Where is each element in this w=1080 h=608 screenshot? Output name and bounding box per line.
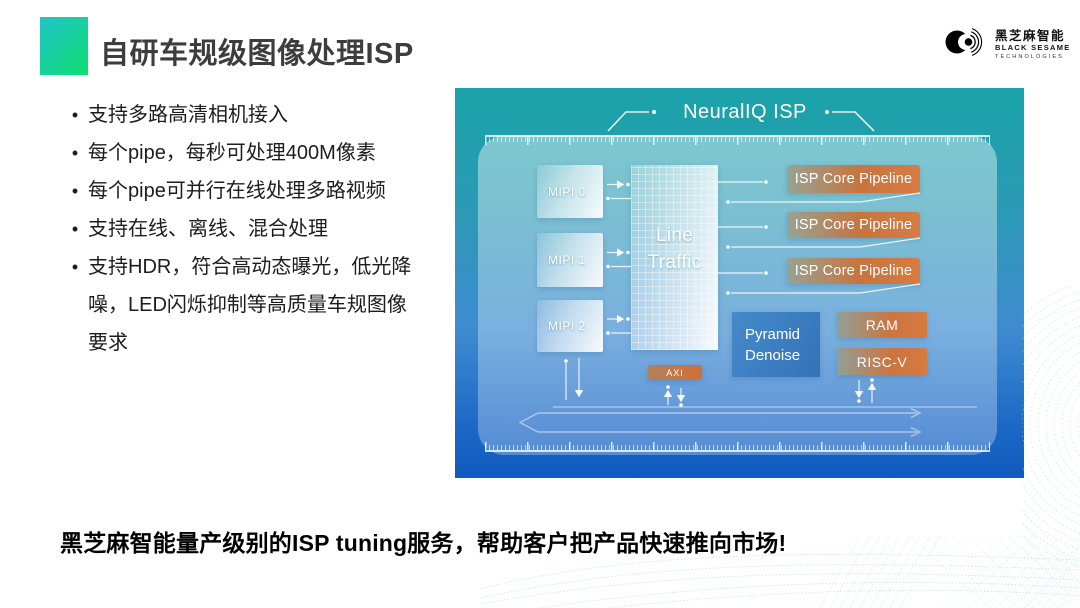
list-item: • 支持多路高清相机接入 xyxy=(62,96,442,134)
logo-name-en: BLACK SESAME xyxy=(995,43,1071,53)
diagram-title: NeuralIQ ISP xyxy=(683,101,807,123)
mipi1-block: MIPI 1 xyxy=(537,233,603,287)
list-item: • 支持HDR，符合高动态曝光，低光降噪，LED闪烁抑制等高质量车规图像要求 xyxy=(62,248,442,362)
page-title: 自研车规级图像处理ISP xyxy=(100,38,414,70)
bullet-text: 每个pipe可并行在线处理多路视频 xyxy=(88,180,386,202)
logo-text-block: 黑芝麻智能 BLACK SESAME TECHNOLOGIES xyxy=(995,29,1071,60)
ruler-top xyxy=(485,135,990,145)
isp-core-pipeline-block-3: ISP Core Pipeline xyxy=(787,258,920,284)
bullet-dot: • xyxy=(71,219,79,239)
axi-block: AXI xyxy=(648,365,702,380)
ram-block: RAM xyxy=(837,312,927,338)
bullet-dot: • xyxy=(71,181,79,201)
feature-bullet-list: • 支持多路高清相机接入 • 每个pipe，每秒可处理400M像素 • 每个pipe可… xyxy=(62,96,442,362)
isp-core-pipeline-block-2: ISP Core Pipeline xyxy=(787,212,920,238)
riscv-block: RISC-V xyxy=(837,348,927,375)
company-logo: 黑芝麻智能 BLACK SESAME TECHNOLOGIES xyxy=(943,20,1071,69)
isp-architecture-diagram: NeuralIQ ISP MIPI 0 MIPI 1 MIPI 2 Line T… xyxy=(455,88,1024,478)
logo-name-cn: 黑芝麻智能 xyxy=(995,28,1066,43)
bullet-text: 每个pipe，每秒可处理400M像素 xyxy=(88,142,376,164)
line-traffic-block: Line Traffic xyxy=(631,165,718,350)
bullet-text: 支持HDR，符合高动态曝光，低光降噪，LED闪烁抑制等高质量车规图像要求 xyxy=(88,256,412,354)
isp-core-pipeline-block-1: ISP Core Pipeline xyxy=(787,165,920,193)
bottom-tagline: 黑芝麻智能量产级别的ISP tuning服务，帮助客户把产品快速推向市场! xyxy=(60,530,787,556)
mipi0-block: MIPI 0 xyxy=(537,165,603,218)
bullet-text: 支持在线、离线、混合处理 xyxy=(88,218,328,240)
title-accent-square xyxy=(40,17,88,75)
bullet-dot: • xyxy=(71,105,79,125)
bullet-dot: • xyxy=(71,143,79,163)
logo-name-sub: TECHNOLOGIES xyxy=(995,53,1064,60)
bullet-text: 支持多路高清相机接入 xyxy=(88,104,288,126)
bullet-dot: • xyxy=(71,257,79,277)
list-item: • 每个pipe，每秒可处理400M像素 xyxy=(62,134,442,172)
list-item: • 每个pipe可并行在线处理多路视频 xyxy=(62,172,442,210)
ruler-bottom xyxy=(485,442,990,452)
pyramid-denoise-block: Pyramid Denoise xyxy=(732,312,820,377)
mipi2-block: MIPI 2 xyxy=(537,300,603,352)
list-item: • 支持在线、离线、混合处理 xyxy=(62,210,442,248)
black-sesame-logo-icon xyxy=(943,20,989,69)
right-arc-decoration xyxy=(1022,285,1080,608)
